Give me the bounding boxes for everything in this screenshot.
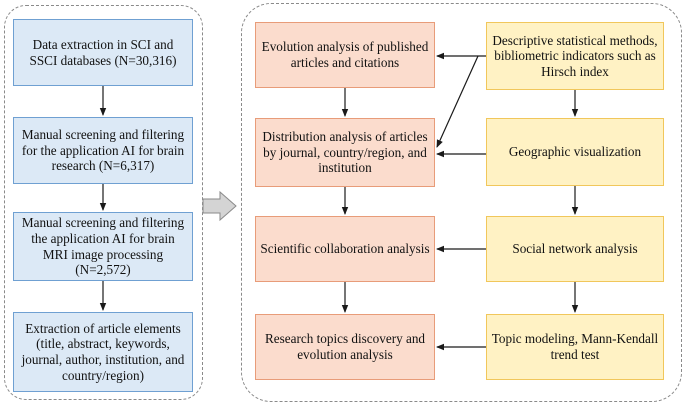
method-geographic-visualization-label: Geographic visualization — [508, 144, 642, 160]
method-social-network: Social network analysis — [486, 216, 664, 282]
step-screening-brain-mri-label: Manual screening and filtering the appli… — [21, 215, 185, 278]
analysis-evolution: Evolution analysis of published articles… — [255, 22, 435, 88]
analysis-topics-label: Research topics discovery and evolution … — [264, 331, 426, 362]
analysis-topics: Research topics discovery and evolution … — [255, 314, 435, 380]
step-data-extraction-label: Data extraction in SCI and SSCI database… — [29, 36, 177, 68]
method-social-network-label: Social network analysis — [512, 241, 638, 257]
method-descriptive-statistics-label: Descriptive statistical methods, bibliom… — [492, 32, 658, 79]
analysis-evolution-label: Evolution analysis of published articles… — [261, 39, 429, 70]
step-data-extraction: Data extraction in SCI and SSCI database… — [13, 19, 193, 86]
step-screening-brain-research-label: Manual screening and filtering for the a… — [21, 127, 185, 174]
method-topic-modeling: Topic modeling, Mann-Kendall trend test — [486, 314, 664, 380]
analysis-collaboration-label: Scientific collaboration analysis — [260, 241, 430, 257]
method-geographic-visualization: Geographic visualization — [486, 118, 664, 186]
method-topic-modeling-label: Topic modeling, Mann-Kendall trend test — [491, 331, 659, 362]
step-screening-brain-mri: Manual screening and filtering the appli… — [13, 212, 193, 281]
analysis-distribution-label: Distribution analysis of articles by jou… — [262, 129, 428, 176]
step-screening-brain-research: Manual screening and filtering for the a… — [13, 117, 193, 184]
step-article-elements: Extraction of article elements (title, a… — [13, 312, 193, 392]
step-article-elements-label: Extraction of article elements (title, a… — [21, 320, 185, 383]
panel-connector-arrow — [202, 190, 237, 222]
analysis-collaboration: Scientific collaboration analysis — [255, 216, 435, 282]
right-panel — [241, 3, 682, 402]
method-descriptive-statistics: Descriptive statistical methods, bibliom… — [486, 22, 664, 90]
analysis-distribution: Distribution analysis of articles by jou… — [255, 118, 435, 187]
arrow-method1-analysis2 — [436, 55, 479, 148]
